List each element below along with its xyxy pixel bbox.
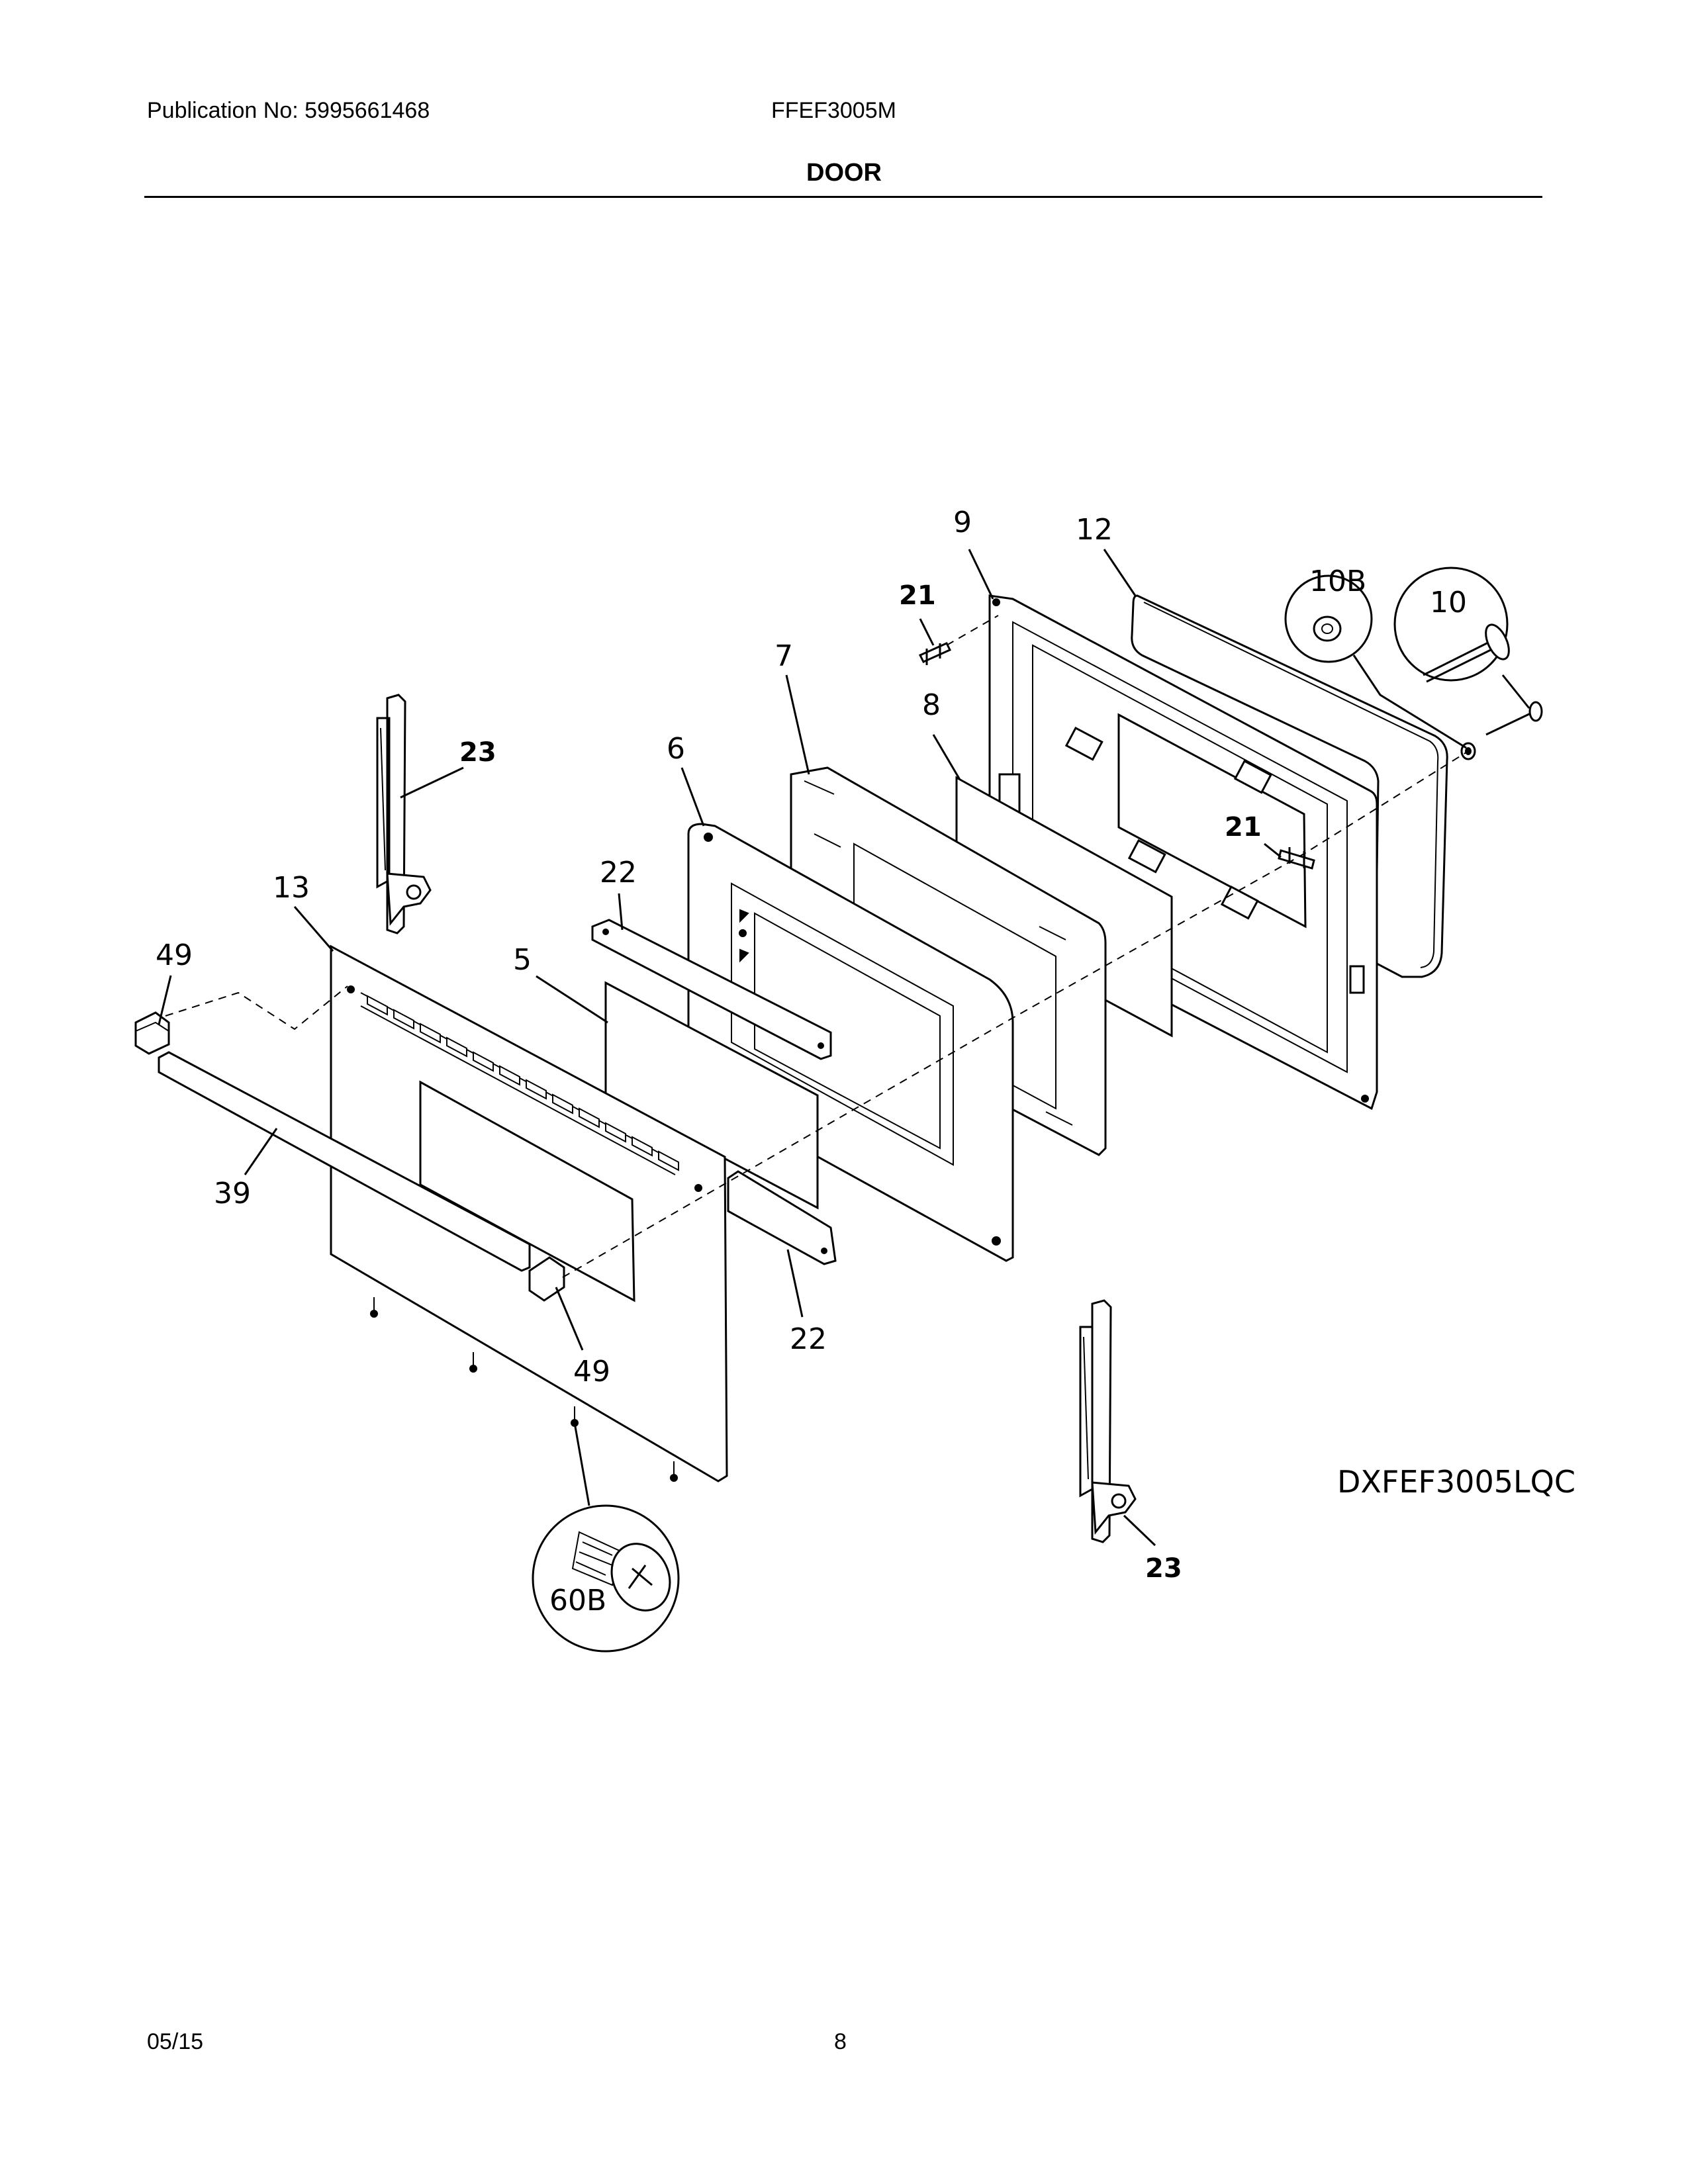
pin-top-part <box>918 642 952 665</box>
hinge-bottom-part <box>1079 1299 1137 1543</box>
callout-9: 9 <box>953 506 972 539</box>
section-title: DOOR <box>806 159 882 187</box>
inner-door-liner-part <box>988 594 1378 1111</box>
callout-22-bottom: 22 <box>790 1322 827 1356</box>
publication-number: Publication No: 5995661468 <box>147 98 430 123</box>
detail-circle-60b <box>532 1422 680 1653</box>
callout-7: 7 <box>774 639 793 673</box>
callout-49-left: 49 <box>156 938 193 972</box>
bolt-part <box>1485 701 1543 736</box>
end-cap-left-part <box>134 1011 170 1055</box>
leader-lines <box>158 549 1282 1547</box>
door-rail-bottom-part <box>727 1170 837 1265</box>
callout-23-bottom: 23 <box>1145 1553 1182 1584</box>
callout-10b: 10B <box>1309 565 1366 598</box>
callout-60b: 60B <box>549 1584 606 1617</box>
end-cap-right-part <box>528 1256 565 1302</box>
outer-door-panel-part <box>330 944 728 1482</box>
assembly-axis <box>165 615 1469 1278</box>
callout-5: 5 <box>513 943 532 977</box>
callout-21-top: 21 <box>899 580 936 611</box>
outer-glass-part <box>604 981 819 1210</box>
callout-22-top: 22 <box>600 856 637 889</box>
detail-circle-10b <box>1284 574 1467 749</box>
model-number: FFEF3005M <box>771 98 896 123</box>
bottom-trim-part <box>158 1051 531 1272</box>
detail-circle-10 <box>1393 567 1530 709</box>
callout-49-bottom: 49 <box>573 1355 610 1388</box>
callout-39: 39 <box>214 1177 251 1210</box>
page-number: 8 <box>834 2029 847 2054</box>
header-rule <box>144 196 1542 198</box>
callout-12: 12 <box>1076 513 1113 547</box>
door-rail-top-part <box>591 919 832 1060</box>
callout-6: 6 <box>667 732 685 766</box>
diagram-code: DXFEF3005LQC <box>1337 1464 1575 1500</box>
door-gasket-part <box>1131 594 1448 978</box>
footer-date: 05/15 <box>147 2029 204 2054</box>
callout-23-top: 23 <box>459 737 496 768</box>
callout-13: 13 <box>273 871 310 905</box>
callout-21-right: 21 <box>1225 812 1262 842</box>
callout-10: 10 <box>1430 586 1467 619</box>
hinge-top-part <box>376 694 432 934</box>
middle-door-panel-part <box>687 823 1014 1262</box>
callout-8: 8 <box>922 688 941 722</box>
